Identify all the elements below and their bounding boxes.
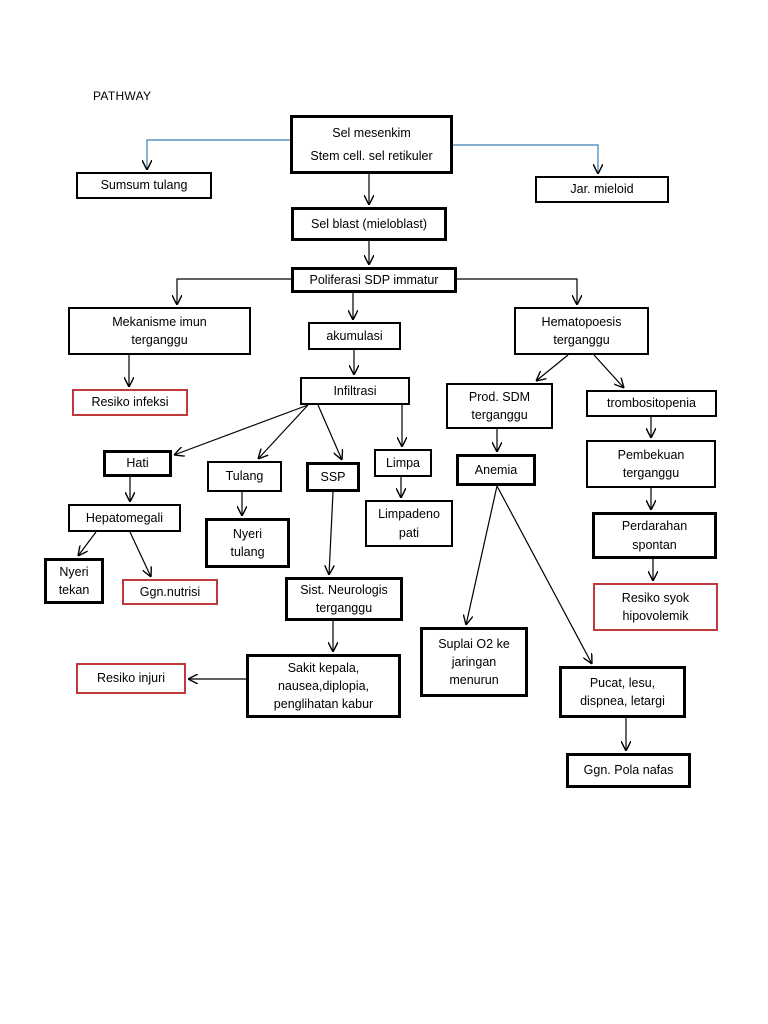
node-nyeri-tekan: Nyeri tekan xyxy=(44,558,104,604)
node-sumsum-tulang: Sumsum tulang xyxy=(76,172,212,199)
node-sel-blast: Sel blast (mieloblast) xyxy=(291,207,447,241)
node-label: terganggu xyxy=(315,601,373,615)
node-limpadenopati: Limpadeno pati xyxy=(365,500,453,547)
node-label: Nyeri xyxy=(232,526,263,541)
node-sakit-kepala: Sakit kepala, nausea,diplopia, penglihat… xyxy=(246,654,401,718)
node-label: Ggn. Pola nafas xyxy=(583,763,674,778)
node-trombositopenia: trombositopenia xyxy=(586,390,717,417)
node-label: nausea,diplopia, xyxy=(277,678,370,693)
node-label: Jar. mieloid xyxy=(570,182,634,197)
node-label: Limpadeno xyxy=(378,507,440,522)
node-label: terganggu xyxy=(131,333,188,347)
node-label: Infiltrasi xyxy=(333,383,377,398)
edge-anemia-suplai xyxy=(466,485,498,625)
node-label: Sel mesenkim xyxy=(332,125,411,140)
node-label: Mekanisme imun xyxy=(112,314,207,329)
edge-anemia-pucat xyxy=(496,485,592,664)
node-label: Hematopoesis xyxy=(541,314,622,329)
node-label: Limpa xyxy=(385,455,421,470)
node-resiko-syok: Resiko syok hipovolemik xyxy=(593,583,718,631)
node-label: Anemia xyxy=(474,462,518,477)
node-label: pati xyxy=(398,525,420,540)
node-resiko-infeksi: Resiko infeksi xyxy=(72,389,188,416)
edge-poliferasi-hematopoesis xyxy=(457,278,577,305)
node-label: Pembekuan xyxy=(617,447,685,462)
node-label: Poliferasi SDP immatur xyxy=(309,272,439,287)
node-pucat: Pucat, lesu, dispnea, letargi xyxy=(559,666,686,718)
edge-infiltrasi-ssp xyxy=(317,404,342,460)
node-jar-mieloid: Jar. mieloid xyxy=(535,176,669,203)
node-label: menurun xyxy=(449,673,499,688)
node-label: Hati xyxy=(126,456,149,471)
node-suplai-o2: Suplai O2 ke jaringan menurun xyxy=(420,627,528,697)
edge-ssp-neurologis xyxy=(329,491,333,575)
node-resiko-injuri: Resiko injuri xyxy=(76,663,186,694)
node-label: hipovolemik xyxy=(622,609,689,623)
edge-infiltrasi-hati xyxy=(174,404,309,455)
node-label: Nyeri xyxy=(59,564,89,579)
node-label: Sist. Neurologis xyxy=(300,582,388,597)
node-nyeri-tulang: Nyeri tulang xyxy=(205,518,290,568)
node-label: Perdarahan xyxy=(621,519,688,534)
node-pembekuan: Pembekuan terganggu xyxy=(586,440,716,488)
node-label: Prod. SDM xyxy=(468,389,531,404)
edge-hepatomegali-nutrisi xyxy=(129,531,151,577)
node-label: Sel blast (mieloblast) xyxy=(310,216,427,231)
node-label: Hepatomegali xyxy=(85,510,164,525)
node-label: terganggu xyxy=(471,408,528,422)
node-label: spontan xyxy=(632,537,677,552)
edge-infiltrasi-tulang xyxy=(258,404,309,459)
node-label: Sakit kepala, xyxy=(287,660,360,675)
node-tulang: Tulang xyxy=(207,461,282,492)
edge-poliferasi-mekanisme xyxy=(177,278,291,305)
node-sel-mesenkim: Sel mesenkim Stem cell. sel retikuler xyxy=(290,115,453,174)
node-label: akumulasi xyxy=(326,328,383,343)
node-hematopoesis: Hematopoesis terganggu xyxy=(514,307,649,355)
node-prod-sdm: Prod. SDM terganggu xyxy=(446,383,553,429)
node-ggn-nutrisi: Ggn.nutrisi xyxy=(122,579,218,605)
node-limpa: Limpa xyxy=(374,449,432,477)
node-akumulasi: akumulasi xyxy=(308,322,401,350)
node-poliferasi: Poliferasi SDP immatur xyxy=(291,267,457,293)
node-sist-neurologis: Sist. Neurologis terganggu xyxy=(285,577,403,621)
node-label: trombositopenia xyxy=(607,396,696,411)
node-label: terganggu xyxy=(622,466,680,480)
node-label: dispnea, letargi xyxy=(580,694,665,708)
node-perdarahan: Perdarahan spontan xyxy=(592,512,717,559)
node-label: Tulang xyxy=(225,469,264,484)
diagram-title: PATHWAY xyxy=(93,89,152,103)
node-hepatomegali: Hepatomegali xyxy=(68,504,181,532)
node-label: Pucat, lesu, xyxy=(589,675,656,690)
edge-hepatomegali-nyeritekan xyxy=(78,531,97,556)
node-ssp: SSP xyxy=(306,462,360,492)
node-hati: Hati xyxy=(103,450,172,477)
node-label: Stem cell. sel retikuler xyxy=(310,149,433,163)
node-label: Sumsum tulang xyxy=(100,178,188,193)
node-label: tekan xyxy=(58,583,90,597)
edge-hematopoesis-prodsdm xyxy=(536,354,569,381)
node-label: Resiko injuri xyxy=(96,671,166,686)
node-infiltrasi: Infiltrasi xyxy=(300,377,410,405)
node-anemia: Anemia xyxy=(456,454,536,486)
edge-mesenkim-sumsum xyxy=(147,139,290,170)
node-label: jaringan xyxy=(451,654,497,669)
node-label: terganggu xyxy=(553,333,610,347)
node-label: Ggn.nutrisi xyxy=(139,584,201,599)
node-ggn-pola-nafas: Ggn. Pola nafas xyxy=(566,753,691,788)
node-label: Resiko syok xyxy=(621,590,690,605)
edge-hematopoesis-trombo xyxy=(593,354,624,388)
node-label: Suplai O2 ke xyxy=(438,636,510,651)
node-label: Resiko infeksi xyxy=(91,395,169,410)
node-mekanisme-imun: Mekanisme imun terganggu xyxy=(68,307,251,355)
edge-mesenkim-mieloid xyxy=(453,144,598,174)
node-label: penglihatan kabur xyxy=(273,697,374,712)
node-label: tulang xyxy=(230,545,265,559)
node-label: SSP xyxy=(320,469,346,484)
